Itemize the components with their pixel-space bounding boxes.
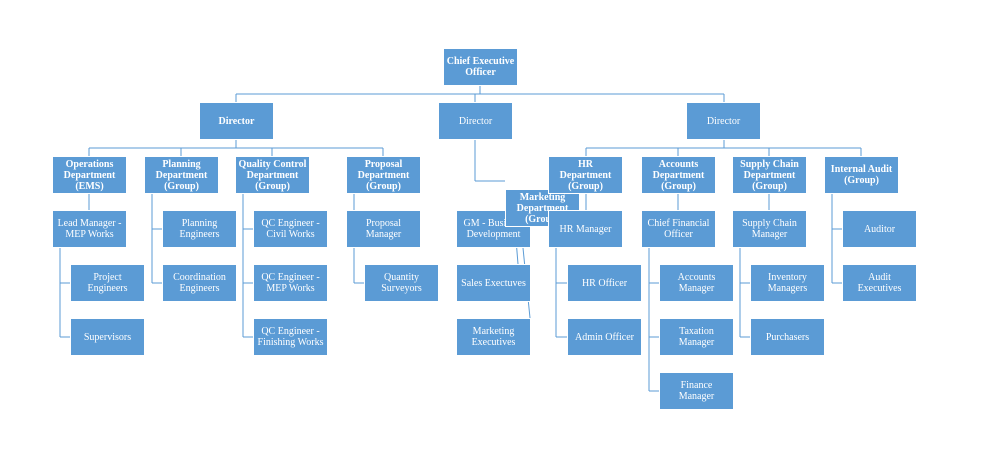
node-project-engineers: Project Engineers — [70, 264, 145, 302]
node-proposal-manager: Proposal Manager — [346, 210, 421, 248]
node-director-right: Director — [686, 102, 761, 140]
node-quality-control-department: Quality Control Department (Group) — [235, 156, 310, 194]
node-supply-chain-department: Supply Chain Department (Group) — [732, 156, 807, 194]
node-auditor: Auditor — [842, 210, 917, 248]
node-purchasers: Purchasers — [750, 318, 825, 356]
node-chief-executive-officer: Chief Executive Officer — [443, 48, 518, 86]
node-admin-officer: Admin Officer — [567, 318, 642, 356]
node-supply-chain-manager: Supply Chain Manager — [732, 210, 807, 248]
node-supervisors: Supervisors — [70, 318, 145, 356]
node-marketing-department: Marketing Department (Group) — [505, 189, 580, 227]
node-inventory-managers: Inventory Managers — [750, 264, 825, 302]
node-taxation-manager: Taxation Manager — [659, 318, 734, 356]
node-accounts-department: Accounts Department (Group) — [641, 156, 716, 194]
node-qc-engineer-civil: QC Engineer - Civil Works — [253, 210, 328, 248]
node-finance-manager: Finance Manager — [659, 372, 734, 410]
node-planning-department: Planning Department (Group) — [144, 156, 219, 194]
node-chief-financial-officer: Chief Financial Officer — [641, 210, 716, 248]
node-hr-manager: HR Manager — [548, 210, 623, 248]
node-quantity-surveyors: Quantity Surveyors — [364, 264, 439, 302]
node-hr-officer: HR Officer — [567, 264, 642, 302]
node-coordination-engineers: Coordination Engineers — [162, 264, 237, 302]
node-planning-engineers: Planning Engineers — [162, 210, 237, 248]
node-gm-business-development: GM - Business Development — [456, 210, 531, 248]
node-sales-executives: Sales Exectuves — [456, 264, 531, 302]
node-audit-executives: Audit Executives — [842, 264, 917, 302]
node-director-left: Director — [199, 102, 274, 140]
node-operations-department: Operations Department (EMS) — [52, 156, 127, 194]
node-qc-engineer-mep: QC Engineer - MEP Works — [253, 264, 328, 302]
node-proposal-department: Proposal Department (Group) — [346, 156, 421, 194]
node-qc-engineer-finishing: QC Engineer - Finishing Works — [253, 318, 328, 356]
node-hr-department: HR Department (Group) — [548, 156, 623, 194]
node-marketing-executives: Marketing Executives — [456, 318, 531, 356]
node-internal-audit: Internal Audit (Group) — [824, 156, 899, 194]
node-accounts-manager: Accounts Manager — [659, 264, 734, 302]
node-director-middle: Director — [438, 102, 513, 140]
node-lead-manager-mep: Lead Manager - MEP Works — [52, 210, 127, 248]
